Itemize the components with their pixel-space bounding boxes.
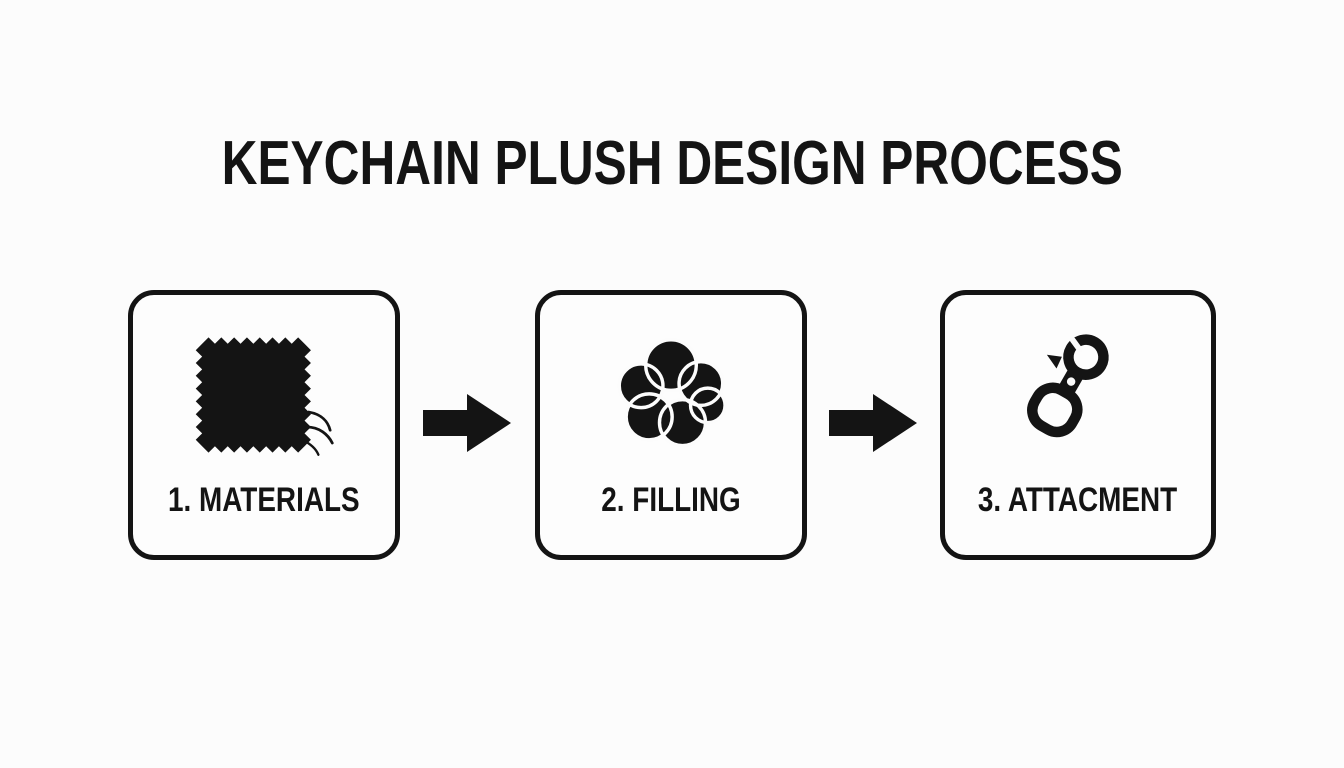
step-box-materials: 1. MATERIALS <box>128 290 400 560</box>
stuffing-fluff-icon <box>617 338 727 448</box>
step-box-attachment: 3. ATTACMENT <box>940 290 1216 560</box>
step-icon-area <box>189 309 339 481</box>
page-title: KEYCHAIN PLUSH DESIGN PROCESS <box>0 128 1344 199</box>
keychain-clasp-icon <box>1027 334 1109 438</box>
step-icon-area <box>1008 309 1148 481</box>
step-box-filling: 2. FILLING <box>535 290 807 560</box>
right-arrow-icon <box>829 394 917 452</box>
step-label-materials: 1. MATERIALS <box>168 481 360 519</box>
process-arrow-1 <box>423 389 513 457</box>
step-label-attachment: 3. ATTACMENT <box>978 481 1178 519</box>
right-arrow-icon <box>423 394 511 452</box>
process-arrow-2 <box>829 389 919 457</box>
step-label-filling: 2. FILLING <box>601 481 741 519</box>
step-icon-area <box>599 309 743 481</box>
fabric-swatch-icon <box>195 337 334 456</box>
page-title-text: KEYCHAIN PLUSH DESIGN PROCESS <box>221 129 1123 198</box>
